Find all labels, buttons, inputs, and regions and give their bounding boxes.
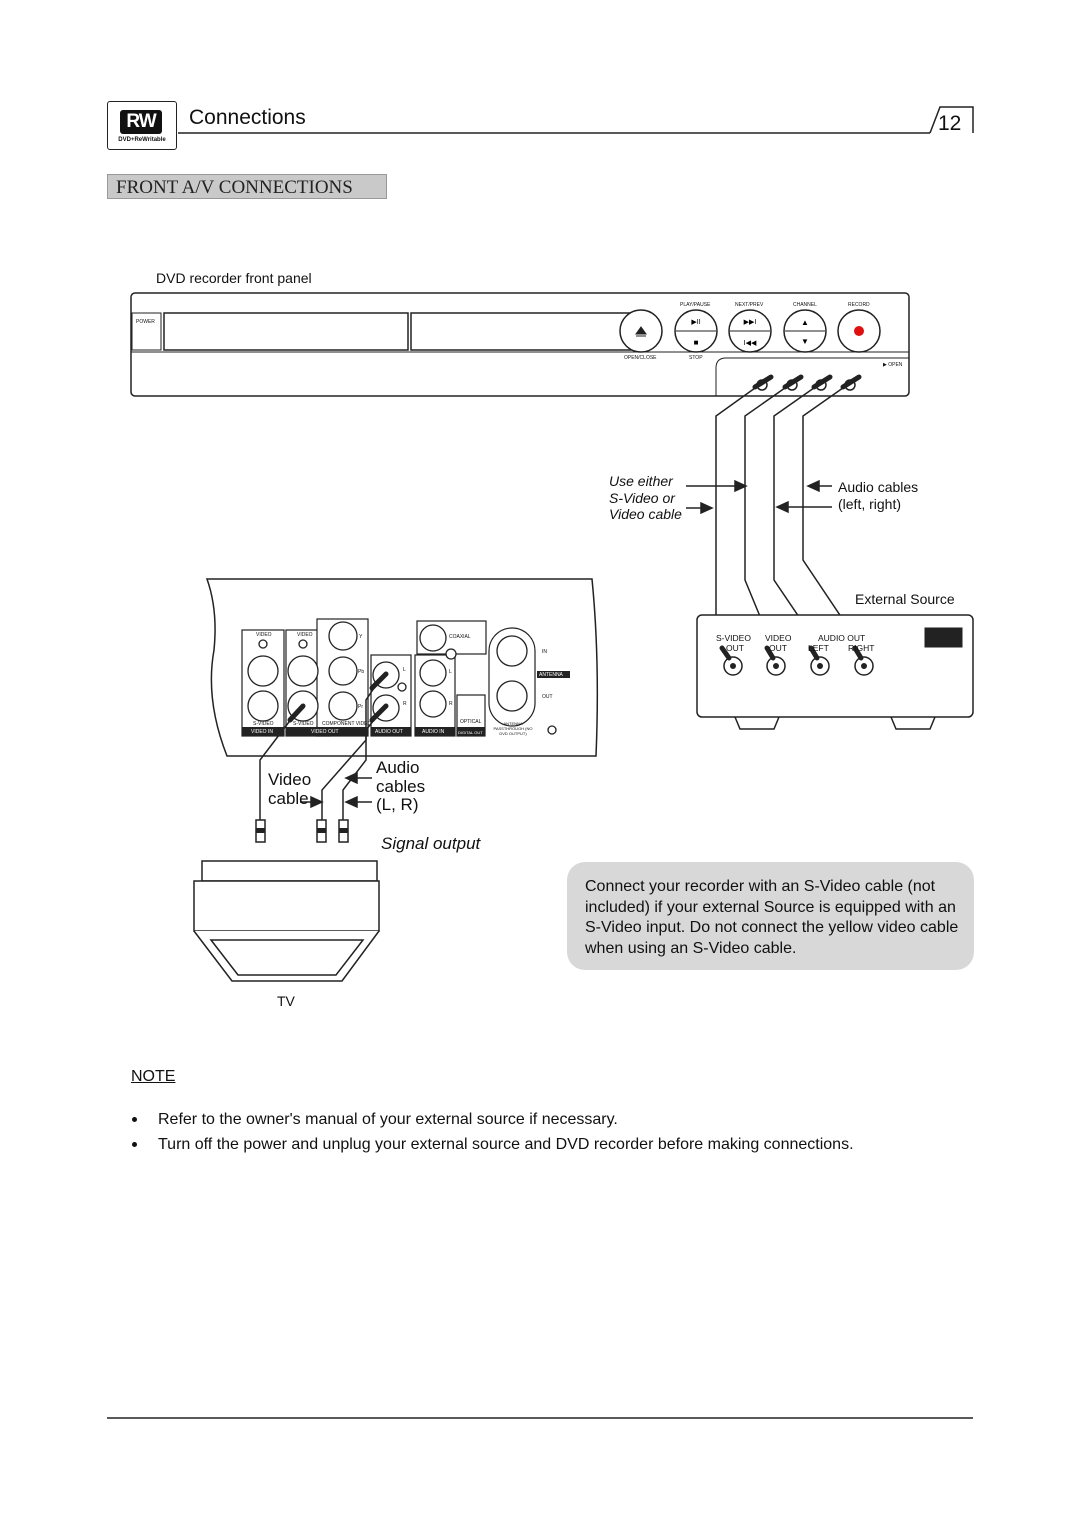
play-pause-label: PLAY/PAUSE <box>680 302 711 308</box>
rear-l-in: L <box>449 669 452 675</box>
audio-cables-label-1: Audio cables <box>838 479 919 495</box>
note-item: Refer to the owner's manual of your exte… <box>132 1111 992 1131</box>
tv-label: TV <box>277 993 295 1009</box>
power-label: POWER <box>136 319 155 325</box>
dvd-rw-logo: RW DVD+ReWritable <box>107 101 177 150</box>
stop-label: STOP <box>689 355 703 361</box>
rear-r-out: R <box>403 701 407 707</box>
next-prev-label: NEXT/PREV <box>735 302 764 308</box>
dvd-front-panel: ▶II ■ ▶▶I I◀◀ ▲ ▼ <box>130 292 910 397</box>
svg-text:▲: ▲ <box>801 318 809 327</box>
logo-subtext: DVD+ReWritable <box>118 137 166 143</box>
rear-video-2: VIDEO <box>297 632 313 638</box>
rear-video-out: VIDEO OUT <box>311 729 339 735</box>
audio-lr-label-1: Audio <box>376 758 420 777</box>
rear-out: OUT <box>542 694 553 700</box>
open-close-label: OPEN/CLOSE <box>624 355 657 361</box>
rear-r-in: R <box>449 701 453 707</box>
page-number-bracket <box>929 106 974 134</box>
svg-text:▶II: ▶II <box>691 319 700 326</box>
svg-text:I◀◀: I◀◀ <box>744 340 757 347</box>
note-item: Turn off the power and unplug your exter… <box>132 1136 992 1156</box>
rear-digital-out: DIGITAL OUT <box>458 730 483 735</box>
page-number: 12 <box>938 112 962 135</box>
cable-choice-label-2: S-Video or <box>609 489 675 506</box>
note-heading: NOTE <box>131 1068 176 1085</box>
ext-port-right: RIGHT <box>848 643 875 653</box>
rear-svideo-2: S-VIDEO <box>293 721 314 727</box>
rear-in: IN <box>542 649 547 655</box>
svg-text:▼: ▼ <box>801 337 809 346</box>
info-callout: Connect your recorder with an S-Video ca… <box>567 862 974 970</box>
annotation-arrows <box>686 479 832 515</box>
record-dot <box>854 326 864 336</box>
ext-port-out-1: OUT <box>726 643 744 653</box>
rear-y: Y <box>359 634 363 640</box>
section-title: FRONT A/V CONNECTIONS <box>107 174 387 199</box>
rear-coaxial: COAXIAL <box>449 634 471 640</box>
dvd-rear-panel <box>205 578 599 757</box>
rear-component-video: COMPONENT VIDEO <box>322 721 372 727</box>
cable-choice-label-3: Video cable <box>609 506 682 522</box>
rear-passthrough: ANTENNA PASSTHROUGH (NO DVD OUTPUT) <box>493 721 533 736</box>
external-source-label: External Source <box>855 591 955 607</box>
rear-pr: Pr <box>358 704 363 710</box>
audio-lr-label-3: (L, R) <box>376 795 419 814</box>
note-item-text: Turn off the power and unplug your exter… <box>158 1136 854 1153</box>
cable-choice-label-1: Use either <box>609 473 673 489</box>
bullet-icon <box>132 1142 137 1147</box>
rear-video-1: VIDEO <box>256 632 272 638</box>
ext-port-out-2: OUT <box>769 643 787 653</box>
signal-output-label: Signal output <box>381 834 481 853</box>
svg-text:▶▶I: ▶▶I <box>744 319 757 326</box>
rear-l-out: L <box>403 667 406 673</box>
ext-port-video: VIDEO <box>765 633 792 643</box>
record-label: RECORD <box>848 302 870 308</box>
chapter-title: Connections <box>189 106 306 129</box>
external-source-device <box>696 614 974 730</box>
rear-audio-in: AUDIO IN <box>422 729 445 735</box>
rear-pb: Pb <box>358 669 365 675</box>
video-cable-label-2: cable <box>268 788 309 808</box>
video-cable-label-1: Video <box>268 770 312 789</box>
bullet-icon <box>132 1117 137 1122</box>
cables-front-to-source <box>715 382 863 649</box>
ext-port-left: LEFT <box>808 643 829 653</box>
ext-port-svideo: S-VIDEO <box>716 633 751 643</box>
open-label: ▶ OPEN <box>883 362 903 368</box>
audio-lr-label-2: cables <box>376 776 426 796</box>
logo-text: RW <box>120 110 162 134</box>
audio-cables-label-2: (left, right) <box>838 496 902 512</box>
rear-video-in: VIDEO IN <box>251 729 273 735</box>
note-item-text: Refer to the owner's manual of your exte… <box>158 1111 618 1128</box>
ext-port-audio-out: AUDIO OUT <box>818 633 866 643</box>
rca-plugs <box>255 819 349 843</box>
cables-rear-to-tv <box>259 687 375 820</box>
rear-antenna: ANTENNA <box>539 672 563 678</box>
channel-label: CHANNEL <box>793 302 817 308</box>
front-panel-caption: DVD recorder front panel <box>156 270 312 286</box>
rear-audio-out: AUDIO OUT <box>375 729 403 735</box>
tv-annotation-arrows <box>300 771 372 809</box>
tv-illustration <box>193 860 380 982</box>
rear-optical: OPTICAL <box>460 719 482 725</box>
svg-text:■: ■ <box>694 338 699 347</box>
rear-svideo-1: S-VIDEO <box>253 721 274 727</box>
